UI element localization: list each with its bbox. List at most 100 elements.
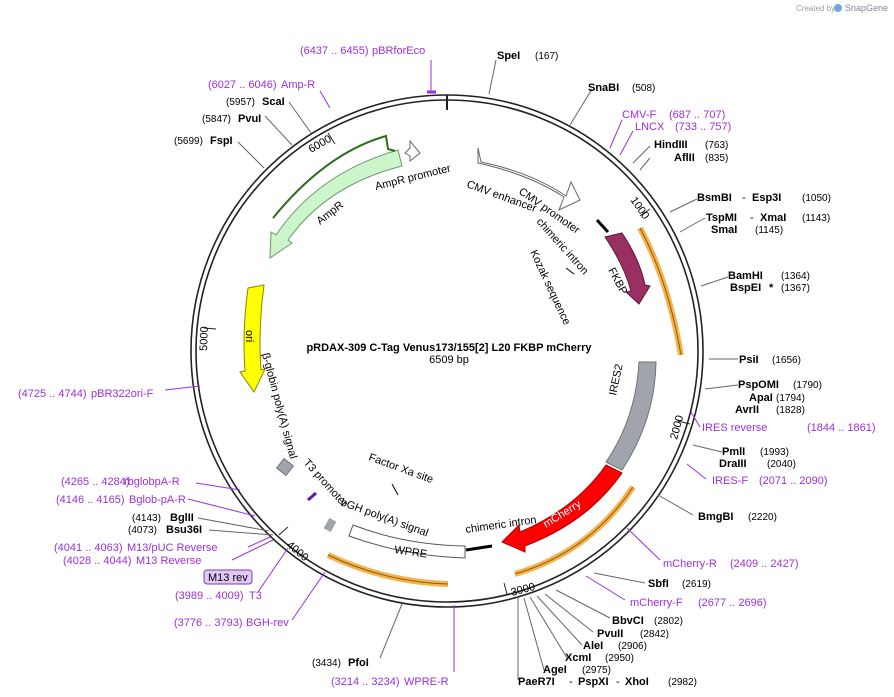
- site-leader: [488, 59, 497, 95]
- primer-pbrforeco-range: (6437 .. 6455): [300, 45, 369, 57]
- site-bbvci-pos: (2802): [654, 616, 683, 627]
- primer-mcherry-f[interactable]: mCherry-F: [630, 597, 683, 609]
- orf-highlight-1-line: [639, 227, 682, 356]
- ori-arrow[interactable]: [239, 284, 266, 393]
- primer-bglob-pa-r[interactable]: Bglob-pA-R: [129, 494, 186, 506]
- watermark-prefix: Created by: [796, 4, 835, 13]
- primer-leader: [609, 119, 623, 149]
- site-leader: [679, 217, 706, 233]
- bgh-polya-block[interactable]: [323, 517, 337, 533]
- site-psii[interactable]: PsiI: [739, 354, 759, 366]
- primer-bgh-rev-range: (3776 .. 3793): [174, 617, 243, 629]
- fkbp-arrow[interactable]: [604, 232, 651, 305]
- site-snabi[interactable]: SnaBI: [588, 82, 619, 94]
- site-bsu36i-pos: (4073): [128, 525, 157, 536]
- site-leader: [569, 88, 593, 126]
- site-alei[interactable]: AleI: [583, 640, 603, 652]
- site-pmli[interactable]: PmlI: [722, 446, 745, 458]
- primer-leader: [690, 411, 701, 428]
- t3-promoter-mark[interactable]: [307, 491, 317, 502]
- primer-leader: [291, 571, 326, 621]
- site-xhoi[interactable]: XhoI: [625, 676, 649, 688]
- site-snabi-pos: (508): [632, 83, 655, 94]
- primer-pbrforeco[interactable]: pBRforEco: [372, 45, 425, 57]
- site-bbvci[interactable]: BbvCI: [612, 615, 644, 627]
- site-spei[interactable]: SpeI: [497, 50, 520, 62]
- ampr-orf-line: [272, 134, 396, 219]
- site-scai-pos: (5957): [226, 97, 255, 108]
- primer-ires-reverse[interactable]: IRES reverse: [702, 422, 767, 434]
- tick-label-4000: 4000: [284, 539, 310, 564]
- site-aflii[interactable]: AflII: [674, 152, 695, 164]
- site-bsu36i[interactable]: Bsu36I: [166, 524, 202, 536]
- primer-ires-f[interactable]: IRES-F: [712, 475, 748, 487]
- primer-t3[interactable]: T3: [249, 590, 262, 602]
- primer-ires-reverse-range: (1844 .. 1861): [807, 422, 876, 434]
- site-agei-pos: (2975): [582, 665, 611, 676]
- site-spei-pos: (167): [535, 51, 558, 62]
- site-bglii[interactable]: BglII: [170, 512, 194, 524]
- site-agei[interactable]: AgeI: [543, 664, 567, 676]
- site-hindiii[interactable]: HindIII: [654, 139, 688, 151]
- wpre-feature[interactable]: [348, 524, 466, 559]
- primer-m13-puc-reverse[interactable]: M13/pUC Reverse: [127, 542, 217, 554]
- site-leader: [544, 593, 594, 633]
- site-scai[interactable]: ScaI: [262, 96, 285, 108]
- tick-label-1000: 1000: [628, 195, 652, 222]
- site-pspomi[interactable]: PspOMI: [738, 379, 779, 391]
- site-bamhi[interactable]: BamHI: [728, 270, 763, 282]
- site-smai[interactable]: SmaI: [711, 224, 737, 236]
- site-xcmi[interactable]: XcmI: [565, 652, 591, 664]
- primer-mcherry-r[interactable]: mCherry-R: [663, 558, 717, 570]
- site-pspxi-sep: -: [616, 676, 620, 688]
- site-alei-pos: (2906): [618, 641, 647, 652]
- m13-rev-badge[interactable]: [203, 569, 253, 585]
- site-paer7i[interactable]: PaeR7I: [518, 676, 555, 688]
- cmv-enhancer-arrow[interactable]: [477, 147, 581, 211]
- ampr-arrow[interactable]: [269, 149, 403, 259]
- site-pvui[interactable]: PvuI: [238, 113, 261, 125]
- site-pfoi[interactable]: PfoI: [348, 657, 369, 669]
- primer-m13-puc-reverse-range: (4041 .. 4063): [54, 542, 123, 554]
- primer-rbglobpa-r[interactable]: rbglobpA-R: [124, 476, 180, 488]
- primer-leader: [619, 130, 634, 156]
- primer-wpre-r[interactable]: WPRE-R: [404, 676, 449, 688]
- primer-lncx[interactable]: LNCX: [635, 121, 665, 133]
- primer-leader: [585, 575, 626, 601]
- site-psii-pos: (1656): [772, 355, 801, 366]
- site-bspei[interactable]: BspEI: [730, 282, 761, 294]
- site-sbfi[interactable]: SbfI: [648, 578, 669, 590]
- ori-label: ori: [243, 330, 255, 342]
- site-pspxi[interactable]: PspXI: [578, 676, 609, 688]
- site-leader: [639, 157, 651, 171]
- orf-highlight-2-line: [514, 486, 634, 575]
- site-avrii[interactable]: AvrII: [735, 404, 759, 416]
- site-apai[interactable]: ApaI: [749, 392, 773, 404]
- site-tspmi[interactable]: TspMI: [706, 212, 737, 224]
- primer-leader: [195, 482, 241, 491]
- primer-bglob-pa-r-range: (4146 .. 4165): [56, 494, 125, 506]
- site-esp3i[interactable]: Esp3I: [752, 192, 781, 204]
- primer-m13-reverse[interactable]: M13 Reverse: [136, 555, 201, 567]
- primer-mcherry-r-range: (2409 .. 2427): [730, 558, 799, 570]
- primer-wpre-r-range: (3214 .. 3234): [331, 676, 400, 688]
- ires2-feature[interactable]: [605, 361, 657, 471]
- site-leader: [555, 589, 611, 619]
- site-draiii[interactable]: DraIII: [719, 458, 747, 470]
- site-pvuii[interactable]: PvuII: [597, 628, 623, 640]
- primer-pbr322ori-f[interactable]: pBR322ori-F: [91, 388, 154, 400]
- site-bsmbi[interactable]: BsmBI: [697, 192, 732, 204]
- site-xmai[interactable]: XmaI: [760, 212, 786, 224]
- ampr-promoter-arrow[interactable]: [404, 139, 421, 163]
- beta-globin-block[interactable]: [275, 457, 295, 477]
- site-bsmbi-sep: -: [742, 192, 746, 204]
- site-fspi[interactable]: FspI: [210, 135, 233, 147]
- site-leader: [208, 529, 274, 536]
- primer-leader: [187, 498, 256, 517]
- primer-bgh-rev[interactable]: BGH-rev: [246, 617, 289, 629]
- primer-ampr[interactable]: Amp-R: [281, 79, 315, 91]
- mcherry-arrow[interactable]: [501, 464, 623, 553]
- primer-cmv-f[interactable]: CMV-F: [622, 109, 657, 121]
- site-leader: [379, 603, 403, 659]
- site-bmgbi[interactable]: BmgBI: [698, 511, 733, 523]
